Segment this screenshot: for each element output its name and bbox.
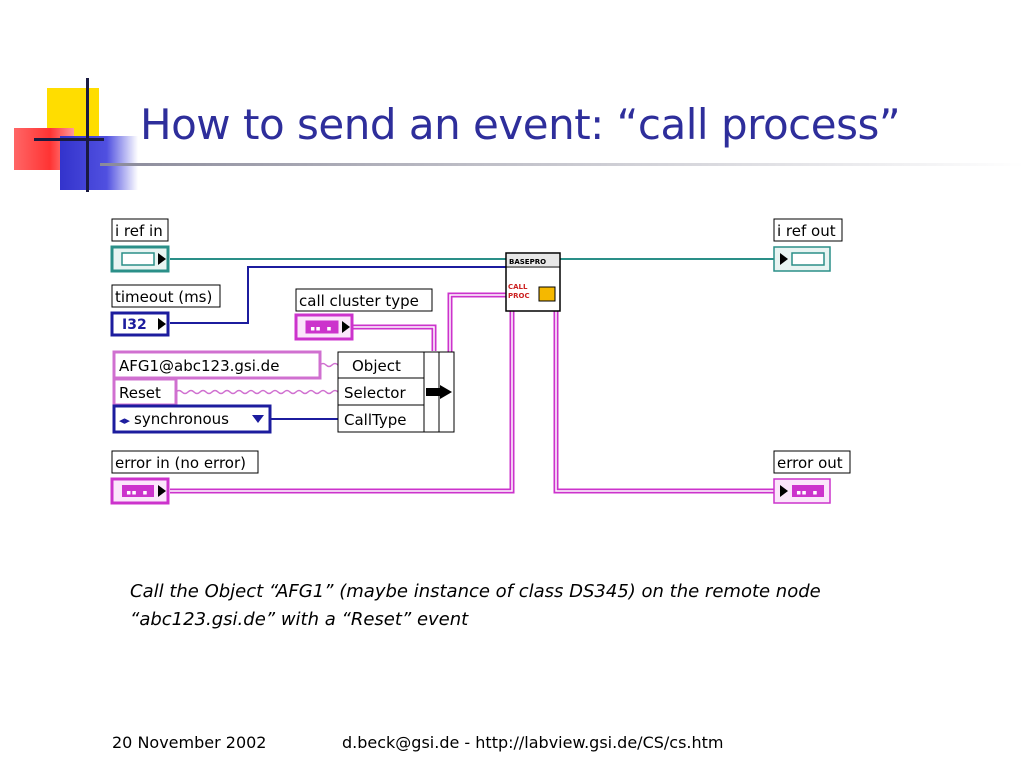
calltype-value: synchronous [134,410,229,428]
object-string-constant: AFG1@abc123.gsi.de [112,350,322,380]
basepro-call-process-subvi: BASEPRO CALL PROC [505,252,561,312]
svg-text:▪▪ ▪: ▪▪ ▪ [796,488,818,498]
basepro-call: CALL [508,283,528,291]
decor-horizontal-line [34,138,104,141]
i-ref-out-label: i ref out [777,222,836,240]
call-process-icon [538,286,556,302]
timeout-label: timeout (ms) [115,288,212,306]
footer-contact: d.beck@gsi.de - http://labview.gsi.de/CS… [342,733,724,752]
error-out-label: error out [777,454,843,472]
i-ref-in-label: i ref in [115,222,163,240]
error-out-terminal: error out ▪▪ ▪ [773,450,851,504]
chevron-down-icon [252,415,264,423]
wire-bundle-output [447,292,508,395]
selector-value: Reset [119,384,161,402]
object-value: AFG1@abc123.gsi.de [119,357,279,375]
call-cluster-type-terminal: call cluster type ▪▪ ▪ [294,288,433,341]
labview-block-diagram: i ref in timeout (ms) I32 call cluster t… [108,215,864,511]
timeout-type-label: I32 [122,317,147,333]
error-cluster-icon [122,485,154,497]
enum-arrows-icon: ◂▸ [119,414,131,427]
field-calltype: CallType [344,411,406,429]
footer-date: 20 November 2002 [112,733,267,752]
i-ref-in-terminal: i ref in [110,218,170,273]
calltype-enum-constant: ◂▸ synchronous [112,404,272,434]
caption-line-1: Call the Object “AFG1” (maybe instance o… [130,581,821,602]
refnum-icon [121,252,155,266]
decor-vertical-line [86,78,89,192]
field-object: Object [352,357,401,375]
caption-line-2: “abc123.gsi.de” with a “Reset” event [130,609,469,630]
wire-timeout [170,266,508,324]
error-in-label: error in (no error) [115,454,246,472]
cluster-icon [305,320,339,334]
refnum-out-icon [791,252,825,266]
bundle-by-name-node: Object Selector CallType [337,351,455,433]
timeout-terminal: timeout (ms) I32 [110,284,221,337]
i-ref-out-terminal: i ref out [773,218,843,272]
slide-title: How to send an event: “call process” [140,100,901,149]
error-in-terminal: error in (no error) ▪▪ ▪ [110,450,259,505]
title-underline [100,163,1024,166]
wire-call-cluster-type [352,324,437,351]
svg-text:▪▪ ▪: ▪▪ ▪ [126,488,148,498]
error-out-cluster-icon [792,485,824,497]
basepro-title: BASEPRO [509,258,546,266]
svg-text:▪▪ ▪: ▪▪ ▪ [310,324,332,334]
basepro-proc: PROC [508,292,530,300]
slide-caption: Call the Object “AFG1” (maybe instance o… [130,578,930,634]
call-cluster-type-label: call cluster type [299,292,419,310]
selector-string-constant: Reset [112,377,178,407]
field-selector: Selector [344,384,406,402]
wire-error-out [553,311,776,494]
